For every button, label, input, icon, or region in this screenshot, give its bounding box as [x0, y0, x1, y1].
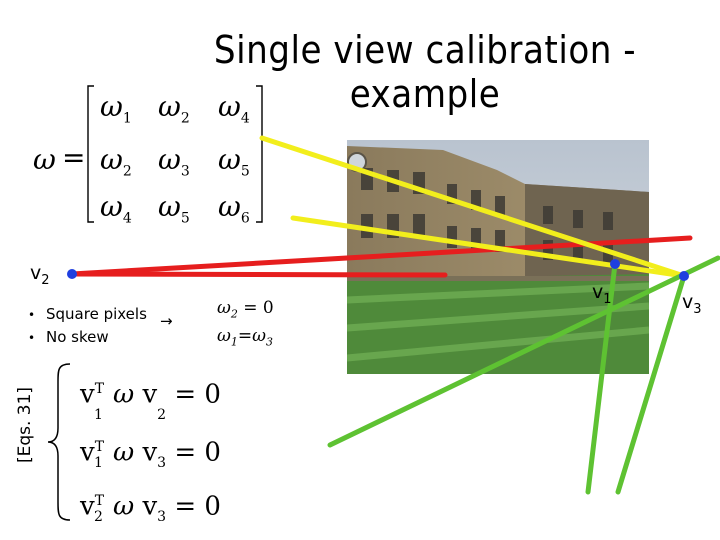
matrix-brackets	[87, 85, 263, 223]
vanishing-point-v2	[67, 269, 77, 279]
matrix-cell-r1c1: ω1	[100, 90, 132, 127]
matrix-cell-r2c1: ω2	[100, 143, 132, 180]
equation-tag: [Eqs. 31]	[15, 386, 35, 464]
label-v3: v3	[682, 291, 702, 317]
constraint-no-skew: ω2 = 0	[217, 298, 274, 321]
green-line-right	[615, 273, 687, 495]
vanishing-point-v1	[610, 259, 620, 269]
matrix-cell-r3c3: ω6	[218, 190, 250, 227]
slide-title: Single view calibration - example	[200, 28, 650, 116]
equation-1: vT1ω v2 = 0	[80, 379, 221, 423]
bullet-no-skew: No skew	[28, 326, 147, 349]
yellow-line-upper	[259, 135, 687, 279]
matrix-cell-r1c2: ω2	[158, 90, 190, 127]
yellow-line-lower	[290, 215, 687, 279]
label-v2: v2	[30, 262, 50, 288]
label-v1: v1	[592, 281, 612, 307]
matrix-cell-r1c3: ω4	[218, 90, 250, 127]
title-line-1: Single view calibration -	[213, 28, 637, 72]
vanishing-point-v3	[679, 271, 689, 281]
matrix-cell-r2c2: ω3	[158, 143, 190, 180]
green-line-left	[585, 261, 618, 495]
bullet-square-pixels: Square pixels	[28, 303, 147, 326]
implies-arrow: →	[160, 312, 173, 330]
assumptions-list: Square pixels No skew	[28, 303, 147, 349]
matrix-lhs: ω	[33, 143, 56, 176]
green-line-diagonal	[327, 255, 720, 448]
red-line-horizon	[69, 235, 693, 277]
constraint-square-pixels: ω1=ω3	[217, 326, 273, 349]
equation-brace	[47, 363, 71, 521]
matrix-cell-r3c1: ω4	[100, 190, 132, 227]
red-line-lower	[69, 271, 448, 278]
matrix-cell-r2c3: ω5	[218, 143, 250, 180]
title-line-2: example	[349, 72, 501, 116]
matrix-equals: =	[62, 141, 86, 174]
matrix-cell-r3c2: ω5	[158, 190, 190, 227]
